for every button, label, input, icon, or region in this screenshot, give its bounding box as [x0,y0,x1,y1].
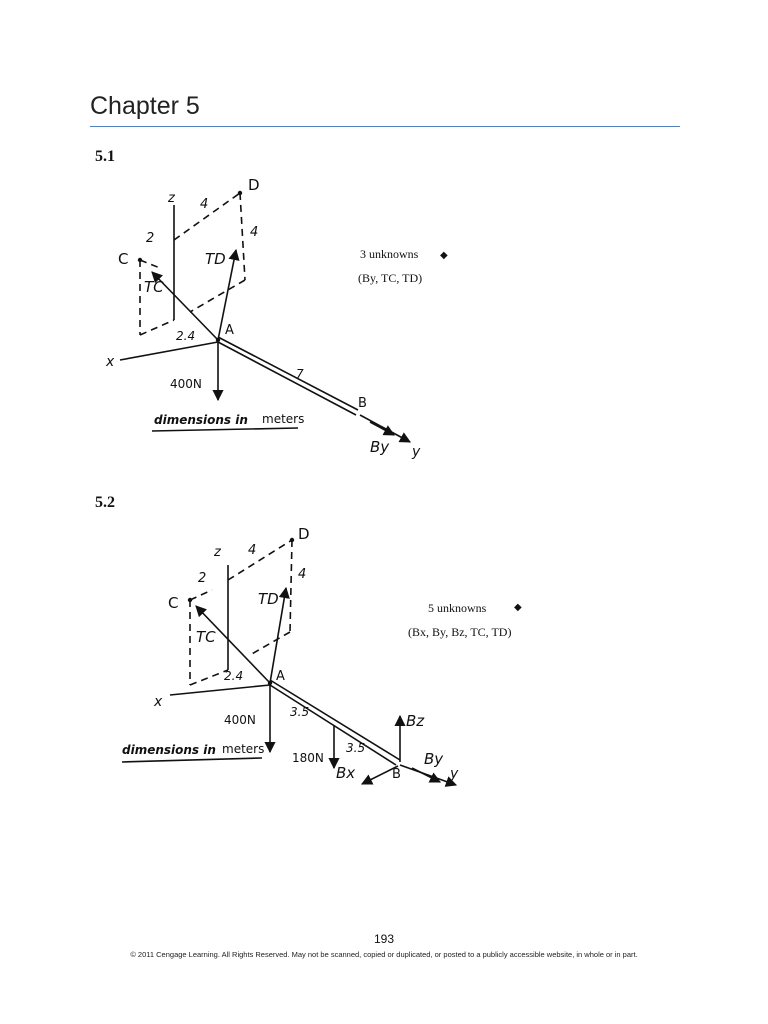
copyright-notice: © 2011 Cengage Learning. All Rights Rese… [130,950,638,959]
unknowns-count: 5 unknowns [428,601,487,615]
member-ab [217,341,357,416]
dim-7: 7 [296,367,304,381]
label-y: y [449,766,459,782]
dimensions-underline [121,757,263,763]
label-x: x [153,694,163,710]
dashed-frame [189,539,293,686]
label-d: D [298,525,310,543]
force-by [411,767,442,783]
dim-4-side: 4 [250,225,258,240]
label-td: TD [258,590,279,608]
dim-4-side: 4 [298,567,306,582]
cable-tc [151,271,219,341]
dimensions-hw: dimensions in [122,743,216,757]
figure-5-1: D C A B z x y TD TC By 4 4 2 2.4 7 400N … [105,176,448,460]
dimensions-underline [151,427,299,432]
x-axis [119,341,219,361]
y-axis [399,764,458,787]
title-rule [90,126,680,127]
load-400-label: 400N [224,713,256,727]
label-b: B [392,767,401,782]
dim-2: 2 [198,571,206,586]
dim-3-5-b: 3.5 [346,741,365,755]
diamond-icon: ◆ [514,602,522,613]
problem-number: 5.2 [95,494,115,511]
dimensions-hw: dimensions in [154,413,248,427]
dim-4-top: 4 [200,197,208,212]
label-a: A [225,323,234,338]
load-400-label: 400N [170,377,202,391]
label-y: y [411,444,421,460]
label-c: C [118,250,128,268]
label-c: C [168,594,178,612]
dimensions-unit: meters [222,742,264,756]
dim-3-5-a: 3.5 [290,705,309,719]
force-by [369,421,395,436]
dim-2-4: 2.4 [176,329,195,343]
dim-4-top: 4 [248,543,256,558]
dim-2: 2 [146,231,154,246]
label-z: z [167,191,176,206]
dim-2-4: 2.4 [224,669,243,683]
cable-td [269,586,290,684]
label-bz: Bz [406,712,425,730]
label-by: By [370,438,390,456]
label-tc: TC [196,628,216,646]
load-180-label: 180N [292,751,324,765]
label-d: D [248,176,260,194]
unknowns-count: 3 unknowns [360,247,419,261]
dashed-frame [139,192,246,336]
label-bx: Bx [336,764,355,782]
dimensions-unit: meters [262,412,304,426]
figure-5-2: D C A B z x y TD TC Bx By Bz 4 4 2 2.4 3… [121,525,522,787]
label-z: z [213,545,222,560]
page-number: 193 [373,932,395,946]
cable-tc [195,605,271,684]
label-a: A [276,669,285,684]
member-ab [269,684,397,766]
x-axis [169,684,271,696]
problem-number: 5.1 [95,148,115,165]
force-bx [360,765,399,785]
unknowns-list: (Bx, By, Bz, TC, TD) [408,625,511,639]
diamond-icon: ◆ [440,250,448,261]
cable-td [217,248,240,341]
label-tc: TC [144,278,164,296]
label-by: By [424,750,444,768]
chapter-title: Chapter 5 [90,92,200,120]
label-x: x [105,354,115,370]
label-b: B [358,396,367,411]
unknowns-list: (By, TC, TD) [358,271,422,285]
label-td: TD [205,250,226,268]
